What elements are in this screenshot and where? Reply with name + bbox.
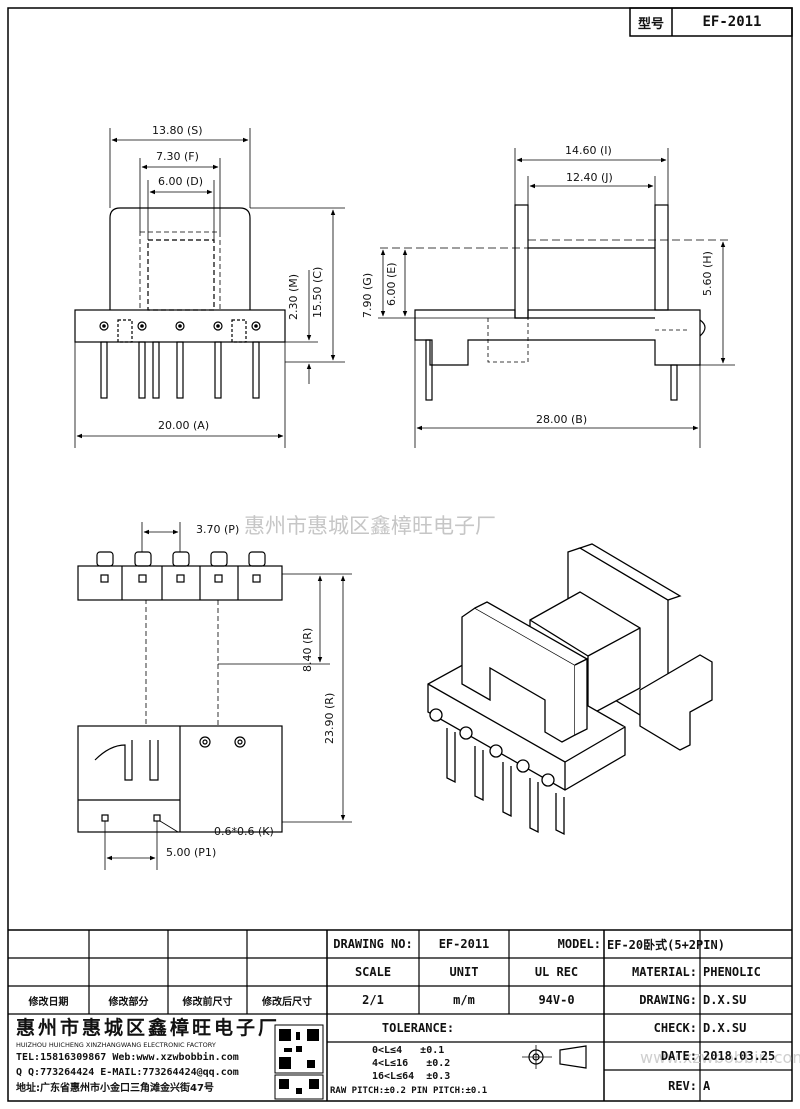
rev-value: A <box>703 1078 711 1093</box>
drawing-no-value: EF-2011 <box>438 937 490 951</box>
dim-label-b: 28.00 (B) <box>536 413 588 426</box>
date-label: DATE: <box>660 1049 697 1063</box>
title-block-grid <box>8 929 792 1101</box>
dim-label-c: 15.50 (C) <box>311 266 324 318</box>
rev-label: REV: <box>668 1078 697 1093</box>
dim-label-f: 7.30 (F) <box>156 150 199 163</box>
model-label: MODEL: <box>557 937 601 951</box>
tolerance-row-1: 0<L≤4 ±0.1 <box>372 1045 445 1056</box>
company-name-en: HUIZHOU HUICHENG XINZHANGWANG ELECTRONIC… <box>16 1041 216 1049</box>
check-label: CHECK: <box>653 1021 697 1035</box>
bottom-view <box>77 522 352 870</box>
drawing-no-label: DRAWING NO: <box>333 937 413 951</box>
tolerance-label: TOLERANCE: <box>381 1021 455 1035</box>
material-value: PHENOLIC <box>703 965 761 979</box>
watermark-url: www.xzwbobbin.com <box>640 1048 800 1067</box>
revision-header-before: 修改前尺寸 <box>182 996 233 1008</box>
dim-label-h: 5.60 (H) <box>701 251 714 296</box>
tolerance-row-2: 4<L≤16 ±0.2 <box>372 1058 451 1069</box>
dim-label-p: 3.70 (P) <box>196 523 240 536</box>
unit-value: m/m <box>453 993 475 1007</box>
date-value: 2018.03.25 <box>703 1049 776 1063</box>
model-value: EF-20卧式(5+2PIN) <box>607 937 725 952</box>
pitch-tolerance: RAW PITCH:±0.2 PIN PITCH:±0.1 <box>330 1086 488 1096</box>
scale-label: SCALE <box>354 965 392 979</box>
qr-code <box>274 1024 324 1100</box>
dim-label-i: 14.60 (I) <box>565 144 612 157</box>
company-tel: TEL:15816309867 Web:www.xzwbobbin.com <box>16 1052 239 1063</box>
check-value: D.X.SU <box>703 1021 747 1035</box>
dim-label-p1: 5.00 (P1) <box>166 846 217 859</box>
ul-value: 94V-0 <box>538 993 575 1007</box>
part-number: EF-2011 <box>702 14 762 30</box>
ul-label: UL REC <box>534 965 579 979</box>
revision-header-date: 修改日期 <box>28 996 69 1008</box>
type-label: 型号 <box>637 16 664 32</box>
front-view <box>74 128 345 448</box>
dim-label-k: 0.6*0.6 (K) <box>214 825 274 838</box>
watermark: 惠州市惠城区鑫樟旺电子厂 <box>244 514 496 538</box>
revision-header-after: 修改后尺寸 <box>262 996 312 1008</box>
dim-label-j: 12.40 (J) <box>566 171 613 184</box>
dim-label-s: 13.80 (S) <box>152 124 203 137</box>
company-qq: Q Q:773264424 E-MAIL:773264424@qq.com <box>16 1067 239 1078</box>
drawing-by-value: D.X.SU <box>703 993 747 1007</box>
company-address: 地址:广东省惠州市小金口三角滩金兴街47号 <box>16 1083 214 1094</box>
dim-label-a: 20.00 (A) <box>158 419 210 432</box>
dim-label-r1: 8.40 (R) <box>301 627 314 672</box>
unit-label: UNIT <box>449 965 479 979</box>
header-box <box>629 7 793 37</box>
isometric-view <box>427 543 713 836</box>
company-name-cn: 惠州市惠城区鑫樟旺电子厂 <box>16 1017 281 1039</box>
dim-label-r2: 23.90 (R) <box>323 692 336 744</box>
material-label: MATERIAL: <box>631 965 697 979</box>
tolerance-row-3: 16<L≤64 ±0.3 <box>372 1071 451 1082</box>
dim-label-g: 7.90 (G) <box>361 272 374 318</box>
side-view <box>378 148 735 448</box>
scale-value: 2/1 <box>362 993 384 1007</box>
dim-label-d: 6.00 (D) <box>158 175 204 188</box>
drawing-by-label: DRAWING: <box>639 993 697 1007</box>
dim-label-m: 2.30 (M) <box>287 273 300 320</box>
dim-label-e: 6.00 (E) <box>385 262 398 306</box>
revision-header-part: 修改部分 <box>108 996 149 1008</box>
